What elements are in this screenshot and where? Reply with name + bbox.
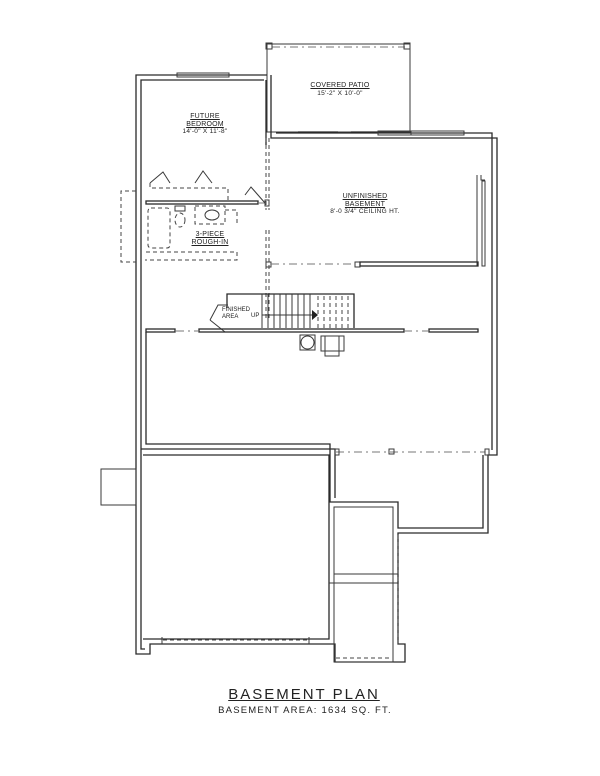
- stair-wall: [145, 328, 479, 333]
- covered-patio-dims: 15'-2" X 10'-0": [317, 90, 363, 97]
- stair-up-label: UP: [251, 313, 260, 319]
- finished-area-label-2: AREA: [222, 314, 239, 320]
- future-bedroom-label: FUTURE: [190, 113, 220, 120]
- stairs: [209, 293, 355, 333]
- future-bedroom-dims: 14'-0" X 11'-8": [182, 128, 228, 135]
- bedroom-window: [176, 72, 230, 78]
- patio-windows: [298, 130, 465, 136]
- covered-patio: [265, 42, 411, 133]
- unfinished-basement-label-2: BASEMENT: [344, 201, 386, 208]
- lower-walls: [100, 332, 490, 663]
- exterior-walls: [135, 74, 498, 663]
- bath-label-2: ROUGH-IN: [191, 239, 229, 246]
- interior-walls: [120, 138, 479, 320]
- unfinished-basement-label: UNFINISHED: [342, 193, 388, 200]
- future-bedroom-label-2: BEDROOM: [186, 121, 224, 128]
- finished-area-label: FINISHED: [222, 307, 251, 313]
- bath-label: 3-PIECE: [195, 231, 225, 238]
- right-window: [476, 175, 486, 267]
- plan-title: BASEMENT PLAN: [228, 686, 380, 703]
- mechanical-equipment: [299, 334, 345, 357]
- ceiling-height: 8'-0 3/4" CEILING HT.: [330, 208, 400, 215]
- basement-area: BASEMENT AREA: 1634 SQ. FT.: [218, 705, 392, 716]
- covered-patio-label: COVERED PATIO: [310, 82, 370, 89]
